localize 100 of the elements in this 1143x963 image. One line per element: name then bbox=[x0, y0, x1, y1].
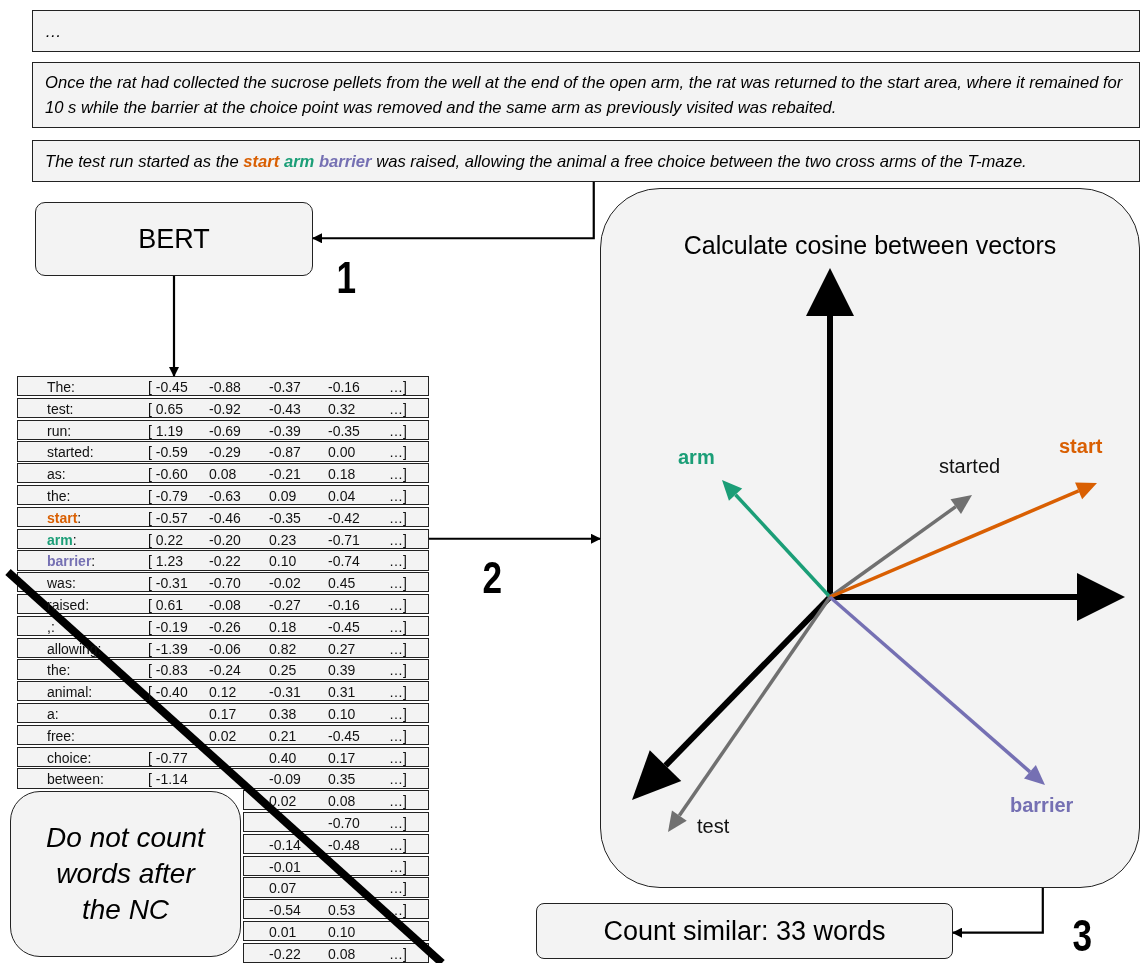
word-label: choice: bbox=[47, 748, 92, 767]
table-row bbox=[17, 615, 429, 637]
vector-value: 0.38 bbox=[269, 705, 297, 723]
vector-value: …] bbox=[389, 705, 407, 723]
table-row bbox=[17, 594, 429, 615]
vector-value: …] bbox=[389, 857, 407, 876]
vector-value: 0.35 bbox=[328, 770, 356, 789]
table-row bbox=[17, 528, 429, 549]
vector-value: [ 0.22 bbox=[148, 530, 184, 549]
table-row bbox=[17, 419, 429, 440]
vector-value: 0.40 bbox=[269, 748, 297, 767]
vector-value: [ -0.19 bbox=[148, 617, 188, 636]
vector-value: …] bbox=[389, 574, 407, 593]
vector-value: 0.17 bbox=[328, 748, 356, 767]
sentence-text: The test run started as the start arm barrier was raised, allowing the animal a free choice between the two cross arms of the T-maze. bbox=[45, 150, 1027, 173]
vector-value: [ -1.14 bbox=[148, 770, 188, 789]
vector-value: 0.10 bbox=[328, 705, 356, 723]
vector-value: -0.29 bbox=[209, 443, 241, 462]
vector-value: …] bbox=[389, 726, 407, 745]
word-label: start: bbox=[47, 508, 82, 527]
vector-value: -0.22 bbox=[269, 944, 301, 963]
vector-value: -0.21 bbox=[269, 465, 301, 484]
vector-value: -0.70 bbox=[328, 814, 360, 832]
table-row bbox=[17, 397, 429, 419]
vector-value: -0.16 bbox=[328, 596, 360, 614]
vector-value: …] bbox=[389, 487, 407, 505]
vector-value: -0.16 bbox=[328, 378, 360, 396]
vector-value: …] bbox=[389, 596, 407, 614]
vector-value: -0.01 bbox=[269, 857, 301, 876]
vector-value: -0.70 bbox=[209, 574, 241, 593]
vector-label: barrier bbox=[1010, 794, 1074, 817]
vector-value: -0.46 bbox=[209, 508, 241, 527]
table-row bbox=[17, 703, 429, 724]
vector-value: …] bbox=[389, 879, 407, 898]
table-row bbox=[17, 768, 429, 789]
result-box bbox=[536, 903, 953, 959]
vector-value: -0.39 bbox=[269, 421, 301, 440]
table-row bbox=[243, 877, 429, 898]
word-label: The: bbox=[47, 378, 75, 396]
word-label: a: bbox=[47, 705, 59, 723]
table-row bbox=[17, 376, 429, 397]
text-box bbox=[32, 10, 1140, 52]
vector-value: …] bbox=[389, 421, 407, 440]
vector-value: 0.32 bbox=[328, 399, 356, 418]
vector-value: [ -0.77 bbox=[148, 748, 188, 767]
vector-value: [ -0.60 bbox=[148, 465, 188, 484]
vector-value: [ 0.65 bbox=[148, 399, 184, 418]
arrow bbox=[312, 182, 595, 244]
arrow bbox=[952, 888, 1044, 938]
vector-value: [ -0.45 bbox=[148, 378, 188, 396]
word-label: animal: bbox=[47, 683, 93, 702]
word-label: arm: bbox=[47, 530, 77, 549]
arrow bbox=[169, 276, 179, 377]
vector-value: …] bbox=[389, 552, 407, 571]
vector-value: 0.08 bbox=[209, 465, 237, 484]
vector-value: 0.08 bbox=[328, 792, 356, 811]
vector-value: -0.22 bbox=[209, 552, 241, 571]
table-row bbox=[17, 441, 429, 462]
vector-value: 0.31 bbox=[328, 683, 356, 702]
word-label: started: bbox=[47, 443, 94, 462]
table-row bbox=[243, 790, 429, 811]
table-row bbox=[17, 681, 429, 702]
vector-value: …] bbox=[389, 661, 407, 680]
vector-value: …] bbox=[389, 748, 407, 767]
vector-value: 0.08 bbox=[328, 944, 356, 963]
vector-value: -0.24 bbox=[209, 661, 241, 680]
arrow bbox=[429, 533, 601, 544]
vector-value: 0.23 bbox=[269, 530, 297, 549]
vector-value: -0.45 bbox=[328, 617, 360, 636]
vector-value: 0.21 bbox=[269, 726, 297, 745]
word-label: the: bbox=[47, 487, 71, 505]
vector-value: -0.42 bbox=[328, 508, 360, 527]
vector-value: …] bbox=[389, 814, 407, 832]
vector-value: …] bbox=[389, 639, 407, 658]
vector-value: …] bbox=[389, 901, 407, 920]
vector-value: -0.48 bbox=[328, 835, 360, 854]
vector-value: 0.18 bbox=[328, 465, 356, 484]
table-row bbox=[17, 659, 429, 680]
vector-value: [ -0.79 bbox=[148, 487, 188, 505]
vector-value: …] bbox=[389, 378, 407, 396]
vector-value: …] bbox=[389, 835, 407, 854]
process-box bbox=[35, 202, 313, 276]
vector-value: [ -0.40 bbox=[148, 683, 188, 702]
word-label: the: bbox=[47, 661, 71, 680]
box-label: Calculate cosine between vectors bbox=[683, 231, 1057, 260]
vector-value: -0.74 bbox=[328, 552, 360, 571]
box-label: BERT bbox=[138, 223, 210, 255]
vector-value: 0.53 bbox=[328, 901, 356, 920]
vector-value: -0.26 bbox=[209, 617, 241, 636]
table-row bbox=[17, 463, 429, 484]
vector-value: -0.43 bbox=[269, 399, 301, 418]
table-row bbox=[243, 899, 429, 920]
vector-value: 0.45 bbox=[328, 574, 356, 593]
vector-value: [ 1.19 bbox=[148, 421, 184, 440]
vector-value: 0.04 bbox=[328, 487, 356, 505]
vector-value: -0.27 bbox=[269, 596, 301, 614]
vector-value: 0.10 bbox=[269, 552, 297, 571]
vector-value: …] bbox=[389, 792, 407, 811]
vector-value: -0.69 bbox=[209, 421, 241, 440]
box-label: Count similar: 33 words bbox=[603, 915, 886, 947]
